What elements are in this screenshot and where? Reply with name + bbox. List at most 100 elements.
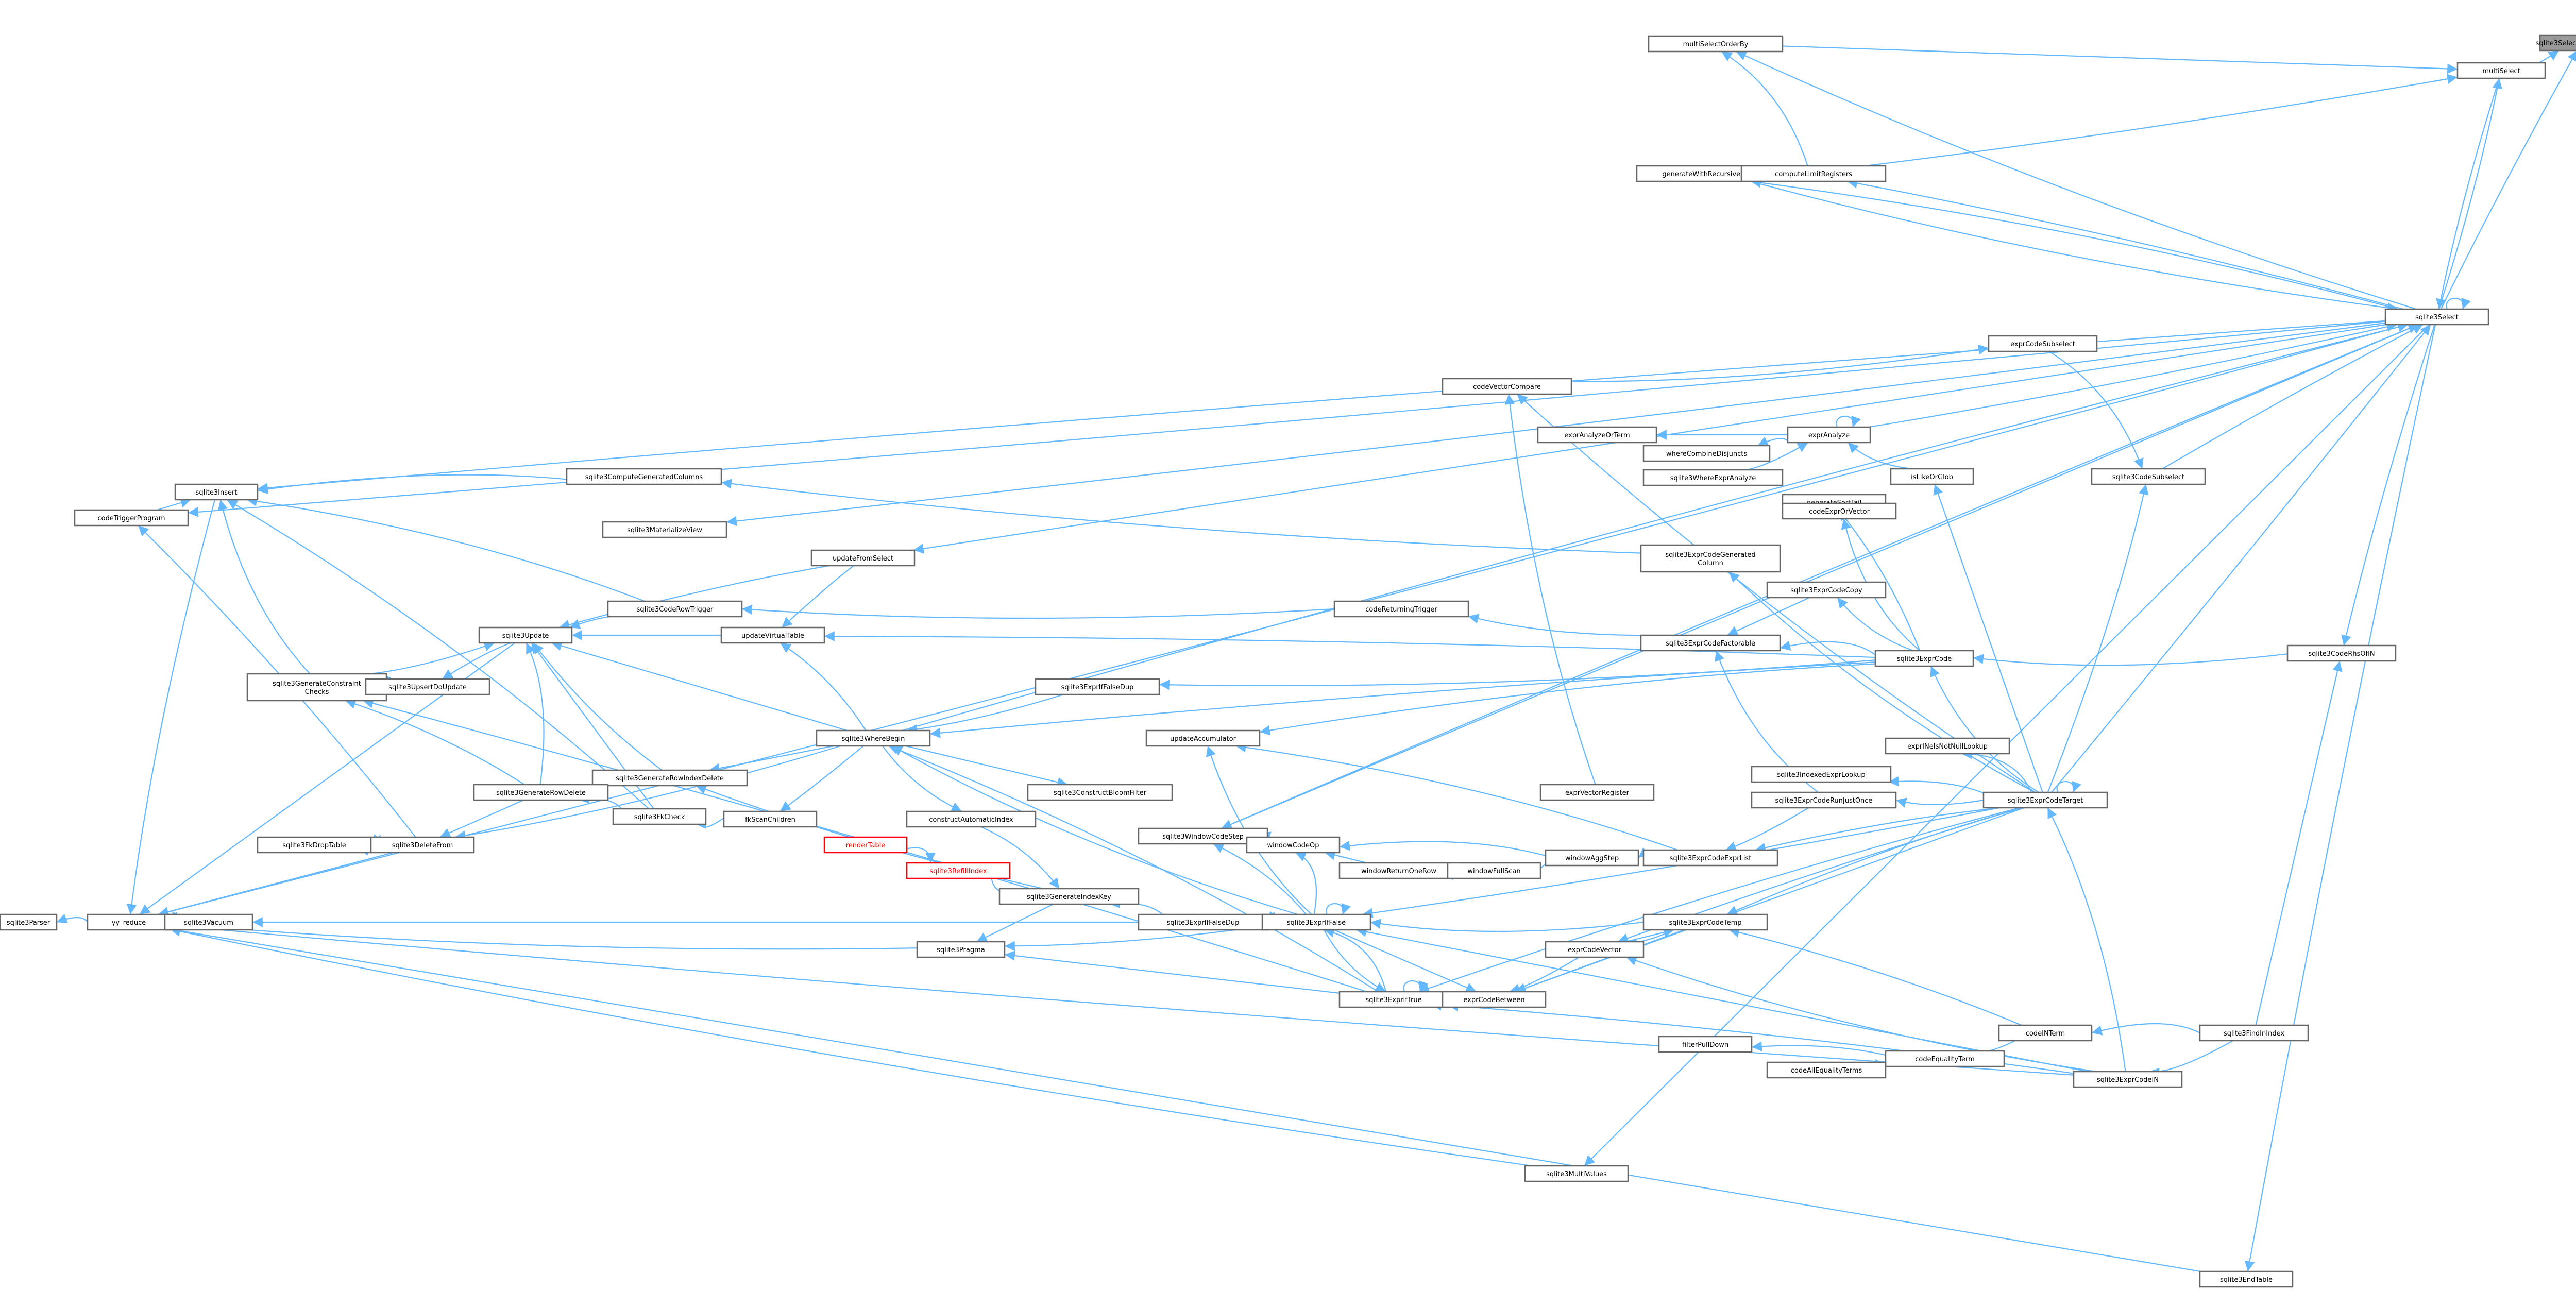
node-label: sqlite3SelectDeleteGeneric <box>2536 40 2576 47</box>
node-sqlite3parser[interactable]: sqlite3Parser <box>0 913 58 931</box>
node-update-from-select[interactable]: updateFromSelect <box>810 549 916 567</box>
node-sqlite3-generate-index-key[interactable]: sqlite3GenerateIndexKey <box>998 888 1140 905</box>
node-multi-select[interactable]: multiSelect <box>2456 62 2546 79</box>
node-sqlite3-expr-if-false[interactable]: sqlite3ExprIfFalse <box>1261 913 1371 931</box>
node-sqlite3-vacuum[interactable]: sqlite3Vacuum <box>164 913 253 931</box>
node-construct-automatic-index[interactable]: constructAutomaticIndex <box>906 810 1037 828</box>
call-edge <box>1509 957 1580 994</box>
node-sqlite3-end-table[interactable]: sqlite3EndTable <box>2199 1270 2294 1288</box>
node-box <box>1642 445 1771 462</box>
node-sqlite3-refill-index[interactable]: sqlite3RefillIndex <box>906 862 1011 879</box>
node-sqlite3-window-code-step[interactable]: sqlite3WindowCodeStep <box>1138 827 1268 845</box>
node-fk-scan-children[interactable]: fkScanChildren <box>723 810 818 828</box>
node-window-full-scan[interactable]: windowFullScan <box>1447 862 1541 879</box>
node-sqlite3-where-begin[interactable]: sqlite3WhereBegin <box>816 729 931 747</box>
node-code-vector-compare[interactable]: codeVectorCompare <box>1442 378 1572 395</box>
node-sqlite3-fk-check[interactable]: sqlite3FkCheck <box>612 808 707 825</box>
node-update-virtual-table[interactable]: updateVirtualTable <box>720 626 825 644</box>
node-sqlite3-expr-code-expr-list[interactable]: sqlite3ExprCodeExprList <box>1642 849 1778 867</box>
node-sqlite3-code-rhs-of-i-n[interactable]: sqlite3CodeRhsOfIN <box>2286 644 2397 662</box>
node-sqlite3-select[interactable]: sqlite3Select <box>2384 308 2489 326</box>
node-expr-vector-register[interactable]: exprVectorRegister <box>1539 784 1655 801</box>
node-sqlite3-expr-code-temp[interactable]: sqlite3ExprCodeTemp <box>1642 913 1768 931</box>
call-edge <box>526 642 545 785</box>
node-box <box>1890 468 1974 485</box>
node-expr-node-is-not-null-lookup[interactable]: exprINeIsNotNullLookup <box>1885 737 2010 755</box>
node-sqlite3-multi-values[interactable]: sqlite3MultiValues <box>1524 1165 1629 1182</box>
node-sqlite3-expr-if-false-dup2[interactable]: sqlite3ExprIfFalseDup <box>1138 913 1268 931</box>
node-code-trigger-program[interactable]: codeTriggerProgram <box>74 509 189 527</box>
node-expr-code-between[interactable]: exprCodeBetween <box>1442 991 1547 1008</box>
call-edge <box>888 745 1379 992</box>
node-box <box>2199 1024 2309 1042</box>
node-where-combine-disjuncts[interactable]: whereCombineDisjuncts <box>1642 445 1771 462</box>
node-box <box>1766 581 1887 599</box>
node-sqlite3-compute-generated-columns[interactable]: sqlite3ComputeGeneratedColumns <box>566 468 722 485</box>
node-sqlite3-materialize-view[interactable]: sqlite3MaterializeView <box>602 521 727 538</box>
node-code-equality-term[interactable]: codeEqualityTerm <box>1885 1050 2005 1067</box>
node-expr-analyze-or-term[interactable]: exprAnalyzeOrTerm <box>1537 426 1657 444</box>
node-compute-limit-registers[interactable]: computeLimitRegisters <box>1740 165 1887 182</box>
node-window-agg-step[interactable]: windowAggStep <box>1545 849 1639 867</box>
node-sqlite3-expr-code-factorable[interactable]: sqlite3ExprCodeFactorable <box>1640 634 1781 652</box>
node-code-all-equality-terms[interactable]: codeAllEqualityTerms <box>1766 1061 1887 1079</box>
node-code-returning-trigger[interactable]: codeReturningTrigger <box>1333 600 1469 618</box>
node-window-code-op[interactable]: windowCodeOp <box>1246 836 1341 854</box>
node-sqlite3-insert[interactable]: sqlite3Insert <box>174 483 259 501</box>
node-sqlite3-expr-code-copy[interactable]: sqlite3ExprCodeCopy <box>1766 581 1887 599</box>
node-label: codeTriggerProgram <box>97 515 165 522</box>
node-sqlite3-code-row-trigger[interactable]: sqlite3CodeRowTrigger <box>607 600 743 618</box>
node-filter-pull-down[interactable]: filterPullDown <box>1658 1036 1753 1053</box>
node-expr-code-vector[interactable]: exprCodeVector <box>1545 941 1645 958</box>
node-multi-select-order-by[interactable]: multiSelectOrderBy <box>1648 35 1784 53</box>
node-update-accumulator[interactable]: updateAccumulator <box>1145 729 1261 747</box>
node-label: renderTable <box>846 842 886 850</box>
node-sqlite3-indexed-expr-lookup[interactable]: sqlite3IndexedExprLookup <box>1751 766 1892 783</box>
node-label: sqlite3GenerateRowIndexDelete <box>616 775 724 783</box>
node-sqlite3-expr-code-target[interactable]: sqlite3ExprCodeTarget <box>1982 791 2108 809</box>
call-edge <box>1751 1041 1886 1056</box>
node-sqlite3-generate-row-index-delete[interactable]: sqlite3GenerateRowIndexDelete <box>591 769 748 787</box>
node-label: Checks <box>305 688 329 696</box>
node-sqlite3-expr-code[interactable]: sqlite3ExprCode <box>1874 650 1974 667</box>
node-sqlite3-expr-if-true[interactable]: sqlite3ExprIfTrue <box>1338 991 1449 1008</box>
call-edge <box>1159 659 1876 690</box>
node-label: sqlite3ExprCodeRunJustOnce <box>1775 797 1873 805</box>
node-root[interactable]: sqlite3SelectDeleteGeneric <box>2536 34 2576 52</box>
call-edge <box>170 926 1532 1167</box>
node-box <box>1246 836 1341 854</box>
node-label: codeReturningTrigger <box>1365 606 1437 614</box>
node-sqlite3-delete-from[interactable]: sqlite3DeleteFrom <box>370 836 475 854</box>
node-sqlite3-fk-drop-table[interactable]: sqlite3FkDropTable <box>257 836 372 854</box>
node-is-like-or-glob[interactable]: isLikeOrGlob <box>1890 468 1974 485</box>
node-label: sqlite3GenerateConstraint <box>273 680 361 688</box>
call-edge <box>976 904 1054 942</box>
node-window-return-one-row[interactable]: windowReturnOneRow <box>1338 862 1459 879</box>
node-sqlite3-expr-code-run-just-once[interactable]: sqlite3ExprCodeRunJustOnce <box>1751 791 1897 809</box>
node-label: sqlite3ExprIfTrue <box>1365 996 1421 1004</box>
node-sqlite3-expr-code-i-n[interactable]: sqlite3ExprCodeIN <box>2073 1071 2183 1088</box>
node-sqlite3-pragma[interactable]: sqlite3Pragma <box>916 941 1006 958</box>
call-edge <box>1221 324 2419 829</box>
node-sqlite3-generate-row-delete[interactable]: sqlite3GenerateRowDelete <box>473 784 609 801</box>
node-sqlite3-find-in-index[interactable]: sqlite3FindInIndex <box>2199 1024 2309 1042</box>
node-sqlite3-upsert-do-update[interactable]: sqlite3UpsertDoUpdate <box>365 678 490 695</box>
node-code-expr-or-vector[interactable]: codeExprOrVector <box>1782 502 1897 520</box>
call-edge <box>2436 78 2500 310</box>
node-yy_reduce[interactable]: yy_reduce <box>87 913 171 931</box>
node-render-table[interactable]: renderTable <box>823 836 908 854</box>
call-edge <box>1782 45 2458 74</box>
node-expr-code-subselect[interactable]: exprCodeSubselect <box>1988 335 2098 352</box>
node-sqlite3-expr-if-false-dup[interactable]: sqlite3ExprIfFalseDup <box>1035 678 1160 695</box>
node-code-i-n-term[interactable]: codeINTerm <box>1998 1024 2093 1042</box>
node-sqlite3-code-subselect[interactable]: sqlite3CodeSubselect <box>2091 468 2206 485</box>
node-sqlite3-where-expr-analyze[interactable]: sqlite3WhereExprAnalyze <box>1642 469 1784 486</box>
node-box <box>1874 650 1974 667</box>
call-edge <box>1865 74 2458 167</box>
node-box <box>720 626 825 644</box>
node-expr-analyze[interactable]: exprAnalyze <box>1787 426 1871 444</box>
node-sqlite3-construct-bloom-filter[interactable]: sqlite3ConstructBloomFilter <box>1027 784 1173 801</box>
node-sqlite3-update[interactable]: sqlite3Update <box>478 626 573 644</box>
